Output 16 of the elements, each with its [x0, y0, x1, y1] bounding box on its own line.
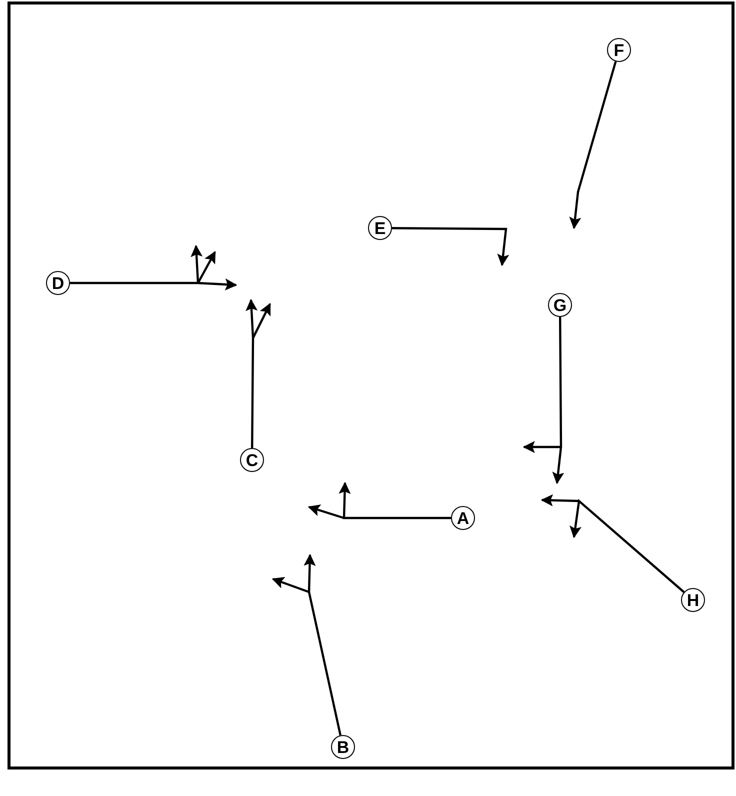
- leader-arrow: [552, 317, 564, 484]
- leader-arrow: [392, 227, 510, 266]
- callout-letter: D: [46, 271, 70, 295]
- leader-arrow: [246, 298, 258, 448]
- leader-arrow: [338, 482, 451, 520]
- leader-arrow: [570, 498, 685, 593]
- leader-arrow: [304, 554, 342, 736]
- callout-letter: C: [240, 448, 264, 472]
- callout-letter: F: [607, 38, 631, 62]
- callout-letter: H: [681, 588, 705, 612]
- leader-arrow: [70, 278, 238, 290]
- callout-letter: G: [548, 293, 572, 317]
- callout-letter: A: [451, 506, 475, 530]
- leader-arrow: [569, 61, 617, 230]
- callout-letter: B: [331, 735, 355, 759]
- callout-letter: E: [368, 216, 392, 240]
